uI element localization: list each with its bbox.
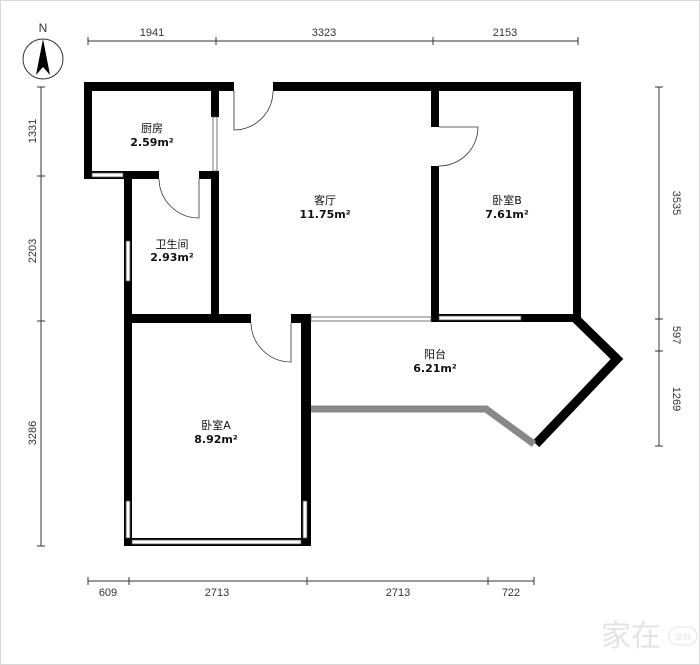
watermark-badge: 深圳 — [675, 632, 691, 642]
dim-top-2: 3323 — [312, 27, 336, 39]
room-area-bedroom-a: 8.92m² — [194, 433, 238, 446]
dimension-lines — [37, 37, 663, 585]
watermark-text: 家在 — [601, 619, 661, 654]
dim-top-1: 1941 — [140, 27, 164, 39]
room-name-balcony: 阳台 — [424, 347, 446, 361]
room-area-bathroom: 2.93m² — [150, 251, 194, 264]
windows — [91, 116, 522, 545]
watermark-logo: 家在 深圳 — [601, 619, 698, 654]
room-name-bedroom-a: 卧室A — [201, 418, 231, 432]
room-area-bedroom-b: 7.61m² — [485, 208, 529, 221]
room-area-living: 11.75m² — [299, 208, 350, 221]
dim-bottom-2: 2713 — [205, 587, 229, 599]
room-name-bedroom-b: 卧室B — [492, 193, 522, 207]
dim-bottom-3: 2713 — [386, 587, 410, 599]
room-name-bathroom: 卫生间 — [156, 237, 189, 251]
dim-right-2: 597 — [670, 326, 682, 344]
dim-left-1: 1331 — [27, 119, 39, 143]
compass-label: N — [39, 21, 48, 35]
room-name-kitchen: 厨房 — [141, 122, 163, 135]
dim-right-1: 3535 — [670, 191, 682, 215]
north-compass-icon: N — [22, 21, 64, 80]
room-area-balcony: 6.21m² — [413, 362, 457, 375]
doors — [158, 90, 479, 363]
room-name-living: 客厅 — [314, 193, 336, 207]
walls — [84, 82, 624, 546]
dim-bottom-4: 722 — [502, 587, 520, 599]
dim-left-2: 2203 — [27, 239, 39, 263]
dim-right-3: 1269 — [670, 387, 682, 411]
dim-left-3: 3286 — [27, 421, 39, 445]
room-area-kitchen: 2.59m² — [130, 136, 174, 149]
dim-bottom-1: 609 — [99, 587, 117, 599]
dim-top-3: 2153 — [493, 27, 517, 39]
